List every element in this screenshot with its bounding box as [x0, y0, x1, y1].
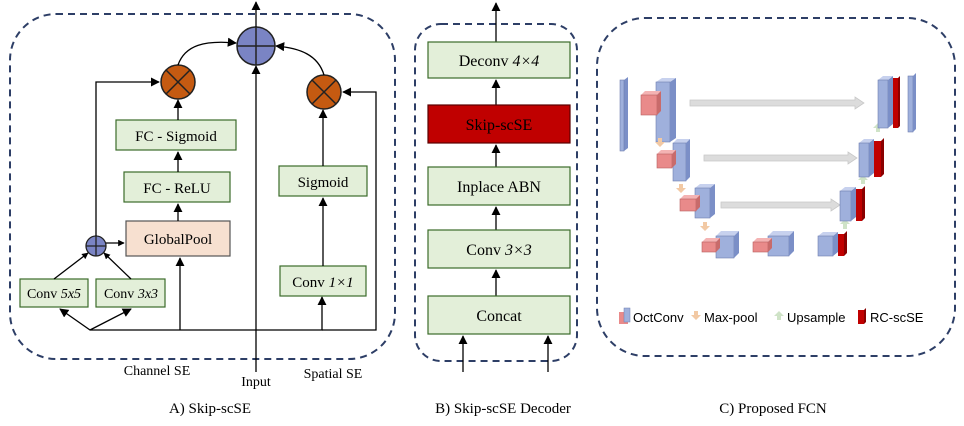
legend-upsample-label: Upsample	[787, 310, 846, 325]
conv-1x1-box: Conv 1×1	[279, 265, 367, 297]
spatial-to-add-arrow	[275, 42, 325, 76]
conv-3x3-decoder-label: Conv 3×3	[466, 242, 531, 259]
conv-3x3-box: Conv 3x3	[95, 278, 166, 308]
dec-level2-block	[839, 186, 865, 222]
legend: OctConv Max-pool Upsample RC-scSE	[619, 307, 924, 325]
upsample-arrow-2	[858, 175, 868, 184]
channel-bypass-arrow	[95, 77, 160, 236]
enc-level1-block	[619, 77, 676, 152]
conv-5x5-label: Conv 5x5	[27, 287, 81, 302]
channel-se-label: Channel SE	[124, 364, 191, 379]
global-pool-label: GlobalPool	[144, 232, 212, 248]
input-to-conv3-arrow	[89, 308, 132, 331]
deconv-box: Deconv 4×4	[427, 41, 571, 79]
maxpool-arrow-3	[700, 222, 710, 231]
skip-scse-box: Skip-scSE	[427, 104, 571, 144]
add-node-small	[85, 235, 107, 257]
fc-sigmoid-label: FC - Sigmoid	[135, 129, 217, 145]
input-label: Input	[241, 375, 271, 390]
deconv-label: Deconv 4×4	[459, 53, 540, 70]
dec-top-block	[877, 73, 916, 133]
sigmoid-box: Sigmoid	[278, 165, 368, 197]
upsample-arrow-1	[840, 219, 850, 229]
concat-box: Concat	[427, 295, 571, 335]
inplace-abn-box: Inplace ABN	[427, 166, 571, 206]
dec-level3-block	[817, 231, 847, 257]
legend-octconv-icon	[619, 307, 631, 324]
enc-level2-block	[656, 139, 690, 182]
panel-c-fcn: OctConv Max-pool Upsample RC-scSE C) Pro…	[596, 17, 956, 417]
spatial-se-label: Spatial SE	[304, 367, 363, 382]
input-to-conv1-arrow	[256, 296, 327, 331]
panel-b-decoder: Deconv 4×4 Skip-scSE Inplace ABN Conv 3×…	[414, 2, 578, 417]
fc-relu-box: FC - ReLU	[123, 171, 231, 203]
panel-a-skip-scse: FC - Sigmoid FC - ReLU GlobalPool Conv 5…	[9, 1, 396, 417]
input-to-conv5-arrow	[59, 308, 256, 331]
legend-rcscse-label: RC-scSE	[870, 310, 924, 325]
enc-level3-block	[679, 184, 715, 219]
conv-5x5-box: Conv 5x5	[19, 278, 89, 308]
maxpool-arrow-1	[655, 138, 665, 147]
concat-label: Concat	[476, 308, 522, 325]
legend-rcscse-icon	[858, 308, 866, 324]
multiply-node-channel	[160, 64, 196, 100]
multiply-node-spatial	[306, 74, 342, 110]
skip-connections	[689, 96, 865, 212]
legend-maxpool-icon	[691, 311, 701, 320]
spatial-bypass-arrow	[322, 87, 377, 331]
sigmoid-label: Sigmoid	[298, 175, 349, 191]
caption-b: B) Skip-scSE Decoder	[435, 401, 571, 417]
legend-upsample-icon	[774, 311, 784, 320]
conv-3x3-label: Conv 3x3	[104, 287, 158, 302]
caption-c: C) Proposed FCN	[719, 401, 827, 417]
conv-1x1-label: Conv 1×1	[292, 275, 353, 291]
caption-a: A) Skip-scSE	[169, 401, 251, 417]
fc-sigmoid-box: FC - Sigmoid	[115, 119, 237, 151]
legend-octconv-label: OctConv	[633, 310, 684, 325]
global-pool-box: GlobalPool	[125, 220, 231, 257]
skip-scse-label: Skip-scSE	[466, 117, 533, 134]
legend-maxpool-label: Max-pool	[704, 310, 758, 325]
conv-3x3-decoder-box: Conv 3×3	[427, 229, 571, 269]
conv5-to-add-arrow	[53, 252, 89, 280]
dec-level1-block	[858, 138, 884, 178]
bottleneck-block	[701, 231, 794, 259]
panel-a-border	[9, 13, 396, 360]
conv3-to-add-arrow	[103, 252, 132, 280]
channel-to-add-arrow	[177, 37, 237, 66]
maxpool-arrow-2	[676, 184, 686, 193]
add-node-main	[236, 26, 276, 66]
inplace-abn-label: Inplace ABN	[457, 179, 541, 196]
panel-c-border	[596, 17, 956, 357]
fc-relu-label: FC - ReLU	[143, 181, 211, 197]
